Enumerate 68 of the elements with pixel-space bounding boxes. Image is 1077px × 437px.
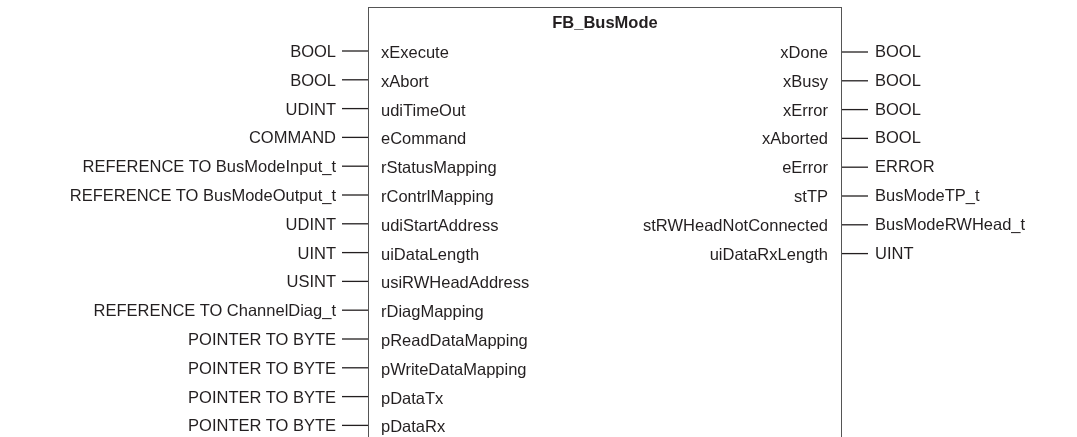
connector-line bbox=[840, 252, 869, 255]
connector-line bbox=[341, 424, 370, 427]
data-type-label: POINTER TO BYTE bbox=[4, 355, 342, 380]
connector-line bbox=[840, 51, 869, 53]
input-pin-label: rStatusMapping bbox=[369, 155, 497, 180]
input-pin-label: pReadDataMapping bbox=[369, 328, 528, 352]
output-pin-label: eError bbox=[782, 155, 841, 180]
connector-line bbox=[840, 166, 869, 168]
data-type-label: BusModeRWHead_t bbox=[868, 211, 1026, 236]
input-pin-label: xAbort bbox=[369, 68, 429, 93]
input-pin-label: uiDataLength bbox=[369, 241, 480, 266]
block-title: FB_BusMode bbox=[551, 12, 659, 33]
input-pin-label: pWriteDataMapping bbox=[369, 356, 527, 381]
input-pin-label: pDataRx bbox=[369, 414, 446, 437]
data-type-label: REFERENCE TO BusModeOutput_t bbox=[4, 183, 342, 207]
data-type-label: BOOL bbox=[868, 96, 921, 121]
data-type-label: BOOL bbox=[4, 39, 342, 63]
input-pin-label: xExecute bbox=[369, 40, 449, 64]
output-pin-label: xError bbox=[783, 97, 841, 122]
data-type-label: BOOL bbox=[868, 67, 921, 92]
connector-line bbox=[840, 80, 869, 82]
connector-line bbox=[840, 224, 869, 226]
connector-line bbox=[840, 108, 869, 111]
connector-line bbox=[341, 79, 370, 81]
data-type-label: BusModeTP_t bbox=[868, 183, 980, 207]
data-type-label: UDINT bbox=[4, 211, 342, 236]
input-pin-label: eCommand bbox=[369, 126, 467, 151]
connector-line bbox=[341, 338, 370, 340]
input-pin-label: rContrlMapping bbox=[369, 184, 494, 208]
data-type-label: REFERENCE TO BusModeInput_t bbox=[4, 154, 342, 179]
data-type-label: POINTER TO BYTE bbox=[4, 413, 342, 437]
data-type-label: BOOL bbox=[4, 67, 342, 92]
data-type-label: USINT bbox=[4, 269, 342, 294]
function-block bbox=[368, 7, 842, 437]
connector-line bbox=[341, 194, 370, 196]
connector-line bbox=[341, 309, 370, 311]
input-pin-label: udiTimeOut bbox=[369, 97, 466, 122]
connector-line bbox=[840, 195, 869, 197]
connector-line bbox=[840, 137, 869, 140]
output-pin-label: xAborted bbox=[761, 126, 841, 151]
connector-line bbox=[341, 223, 370, 225]
data-type-label: BOOL bbox=[868, 125, 921, 150]
output-pin-label: uiDataRxLength bbox=[709, 241, 841, 266]
data-type-label: BOOL bbox=[868, 39, 921, 63]
connector-line bbox=[341, 395, 370, 398]
data-type-label: UDINT bbox=[4, 96, 342, 121]
output-pin-label: xBusy bbox=[783, 68, 841, 93]
data-type-label: COMMAND bbox=[4, 125, 342, 150]
data-type-label: ERROR bbox=[868, 154, 935, 179]
output-pin-label: xDone bbox=[780, 40, 841, 64]
data-type-label: UINT bbox=[4, 240, 342, 265]
output-pin-label: stTP bbox=[794, 184, 841, 208]
data-type-label: UINT bbox=[868, 240, 914, 265]
input-pin-label: udiStartAddress bbox=[369, 212, 499, 237]
output-pin-label: stRWHeadNotConnected bbox=[643, 212, 841, 237]
connector-line bbox=[341, 136, 370, 139]
connector-line bbox=[341, 50, 370, 52]
connector-line bbox=[341, 280, 370, 283]
data-type-label: POINTER TO BYTE bbox=[4, 384, 342, 409]
connector-line bbox=[341, 107, 370, 110]
input-pin-label: pDataTx bbox=[369, 385, 444, 410]
data-type-label: REFERENCE TO ChannelDiag_t bbox=[4, 298, 342, 323]
connector-line bbox=[341, 251, 370, 254]
input-pin-label: usiRWHeadAddress bbox=[369, 270, 530, 295]
data-type-label: POINTER TO BYTE bbox=[4, 327, 342, 351]
input-pin-label: rDiagMapping bbox=[369, 299, 484, 324]
connector-line bbox=[341, 367, 370, 369]
connector-line bbox=[341, 165, 370, 167]
